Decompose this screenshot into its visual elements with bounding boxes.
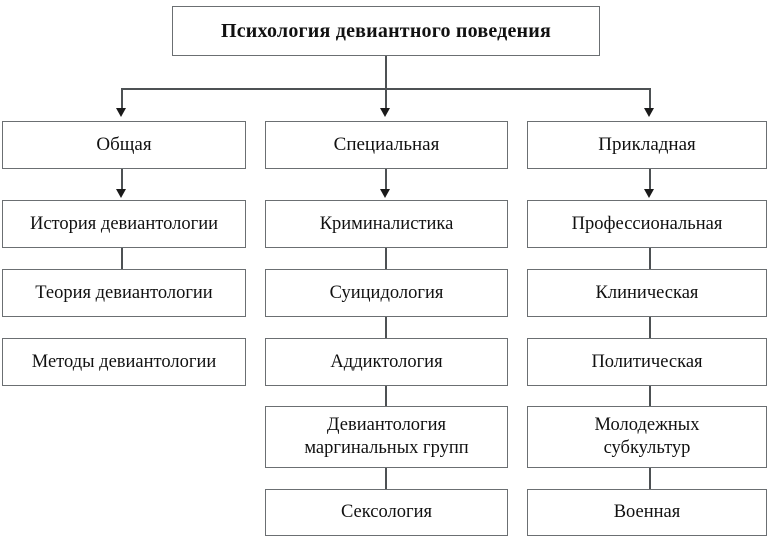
connector-bus-drop-right bbox=[649, 88, 651, 110]
node-label: Сексология bbox=[340, 502, 432, 523]
connector-b3-to-c1 bbox=[649, 169, 651, 191]
node-branch-1-child-2: Теория девиантологии bbox=[2, 269, 246, 317]
node-branch-3-child-2: Клиническая bbox=[527, 269, 767, 317]
arrowhead-b1-to-c1 bbox=[116, 189, 126, 198]
node-label: Клиническая bbox=[595, 282, 699, 303]
node-label: Прикладная bbox=[598, 134, 696, 156]
node-branch-3-child-4: Молодежных субкультур bbox=[527, 406, 767, 468]
connector-b3-c2-to-c3 bbox=[649, 317, 651, 338]
node-branch-2-child-2: Суицидология bbox=[265, 269, 508, 317]
node-label: Военная bbox=[613, 502, 681, 523]
node-label: Суицидология bbox=[329, 282, 444, 303]
node-branch-2: Специальная bbox=[265, 121, 508, 169]
node-label: Молодежных субкультур bbox=[594, 415, 700, 458]
arrowhead-to-branch-2 bbox=[380, 108, 390, 117]
connector-b2-c1-to-c2 bbox=[385, 248, 387, 269]
node-label: Криминалистика bbox=[319, 213, 454, 234]
node-label: Политическая bbox=[591, 351, 703, 372]
connector-b1-c1-to-c2 bbox=[121, 248, 123, 269]
connector-b2-to-c1 bbox=[385, 169, 387, 191]
connector-root-stem bbox=[385, 56, 387, 88]
node-branch-2-child-4: Девиантология маргинальных групп bbox=[265, 406, 508, 468]
node-branch-3: Прикладная bbox=[527, 121, 767, 169]
node-root-title: Психология девиантного поведения bbox=[172, 6, 600, 56]
node-branch-1-child-3: Методы девиантологии bbox=[2, 338, 246, 386]
node-label: Теория девиантологии bbox=[35, 282, 213, 303]
node-branch-1: Общая bbox=[2, 121, 246, 169]
node-label: Аддиктология bbox=[330, 351, 443, 372]
connector-b2-c4-to-c5 bbox=[385, 468, 387, 489]
connector-b2-c3-to-c4 bbox=[385, 386, 387, 406]
arrowhead-b3-to-c1 bbox=[644, 189, 654, 198]
arrowhead-to-branch-3 bbox=[644, 108, 654, 117]
node-branch-3-child-3: Политическая bbox=[527, 338, 767, 386]
node-label: Девиантология маргинальных групп bbox=[304, 415, 469, 458]
node-label: История девиантологии bbox=[29, 213, 219, 234]
node-branch-2-child-5: Сексология bbox=[265, 489, 508, 536]
node-label: Методы девиантологии bbox=[31, 351, 217, 372]
node-branch-3-child-5: Военная bbox=[527, 489, 767, 536]
node-branch-3-child-1: Профессиональная bbox=[527, 200, 767, 248]
node-label: Специальная bbox=[333, 134, 440, 156]
node-branch-2-child-1: Криминалистика bbox=[265, 200, 508, 248]
node-label: Общая bbox=[96, 134, 152, 156]
connector-bus-drop-middle bbox=[385, 88, 387, 110]
connector-bus-drop-left bbox=[121, 88, 123, 110]
connector-b3-c1-to-c2 bbox=[649, 248, 651, 269]
arrowhead-to-branch-1 bbox=[116, 108, 126, 117]
connector-b3-c3-to-c4 bbox=[649, 386, 651, 406]
node-branch-1-child-1: История девиантологии bbox=[2, 200, 246, 248]
node-branch-2-child-3: Аддиктология bbox=[265, 338, 508, 386]
connector-b1-to-c1 bbox=[121, 169, 123, 191]
arrowhead-b2-to-c1 bbox=[380, 189, 390, 198]
connector-b3-c4-to-c5 bbox=[649, 468, 651, 489]
connector-b2-c2-to-c3 bbox=[385, 317, 387, 338]
node-label: Психология девиантного поведения bbox=[220, 19, 552, 42]
node-label: Профессиональная bbox=[571, 213, 723, 234]
